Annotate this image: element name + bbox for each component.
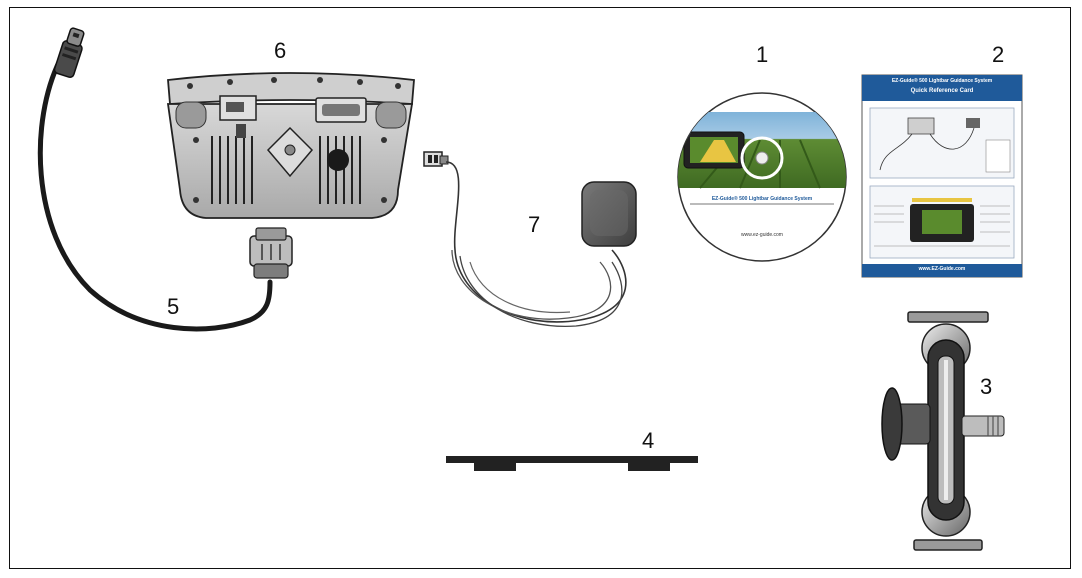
quick-reference-card-icon	[862, 75, 1022, 277]
callout-2: 2	[992, 44, 1004, 66]
gps-antenna-icon	[424, 152, 636, 326]
mounting-plate-icon	[446, 456, 698, 471]
callout-1: 1	[756, 44, 768, 66]
card-header-line2: Quick Reference Card	[864, 88, 1020, 94]
ram-mount-icon	[882, 312, 1004, 550]
card-header-line1: EZ-Guide® 500 Lightbar Guidance System	[864, 78, 1020, 84]
cd-title-label: EZ-Guide® 500 Lightbar Guidance System	[700, 196, 824, 202]
cd-url-label: www.ez-guide.com	[730, 232, 794, 238]
callout-7: 7	[528, 214, 540, 236]
display-unit-rear-icon	[168, 73, 414, 218]
callout-6: 6	[274, 40, 286, 62]
callout-4: 4	[642, 430, 654, 452]
callout-5: 5	[167, 296, 179, 318]
card-footer-label: www.EZ-Guide.com	[864, 266, 1020, 272]
callout-3: 3	[980, 376, 992, 398]
